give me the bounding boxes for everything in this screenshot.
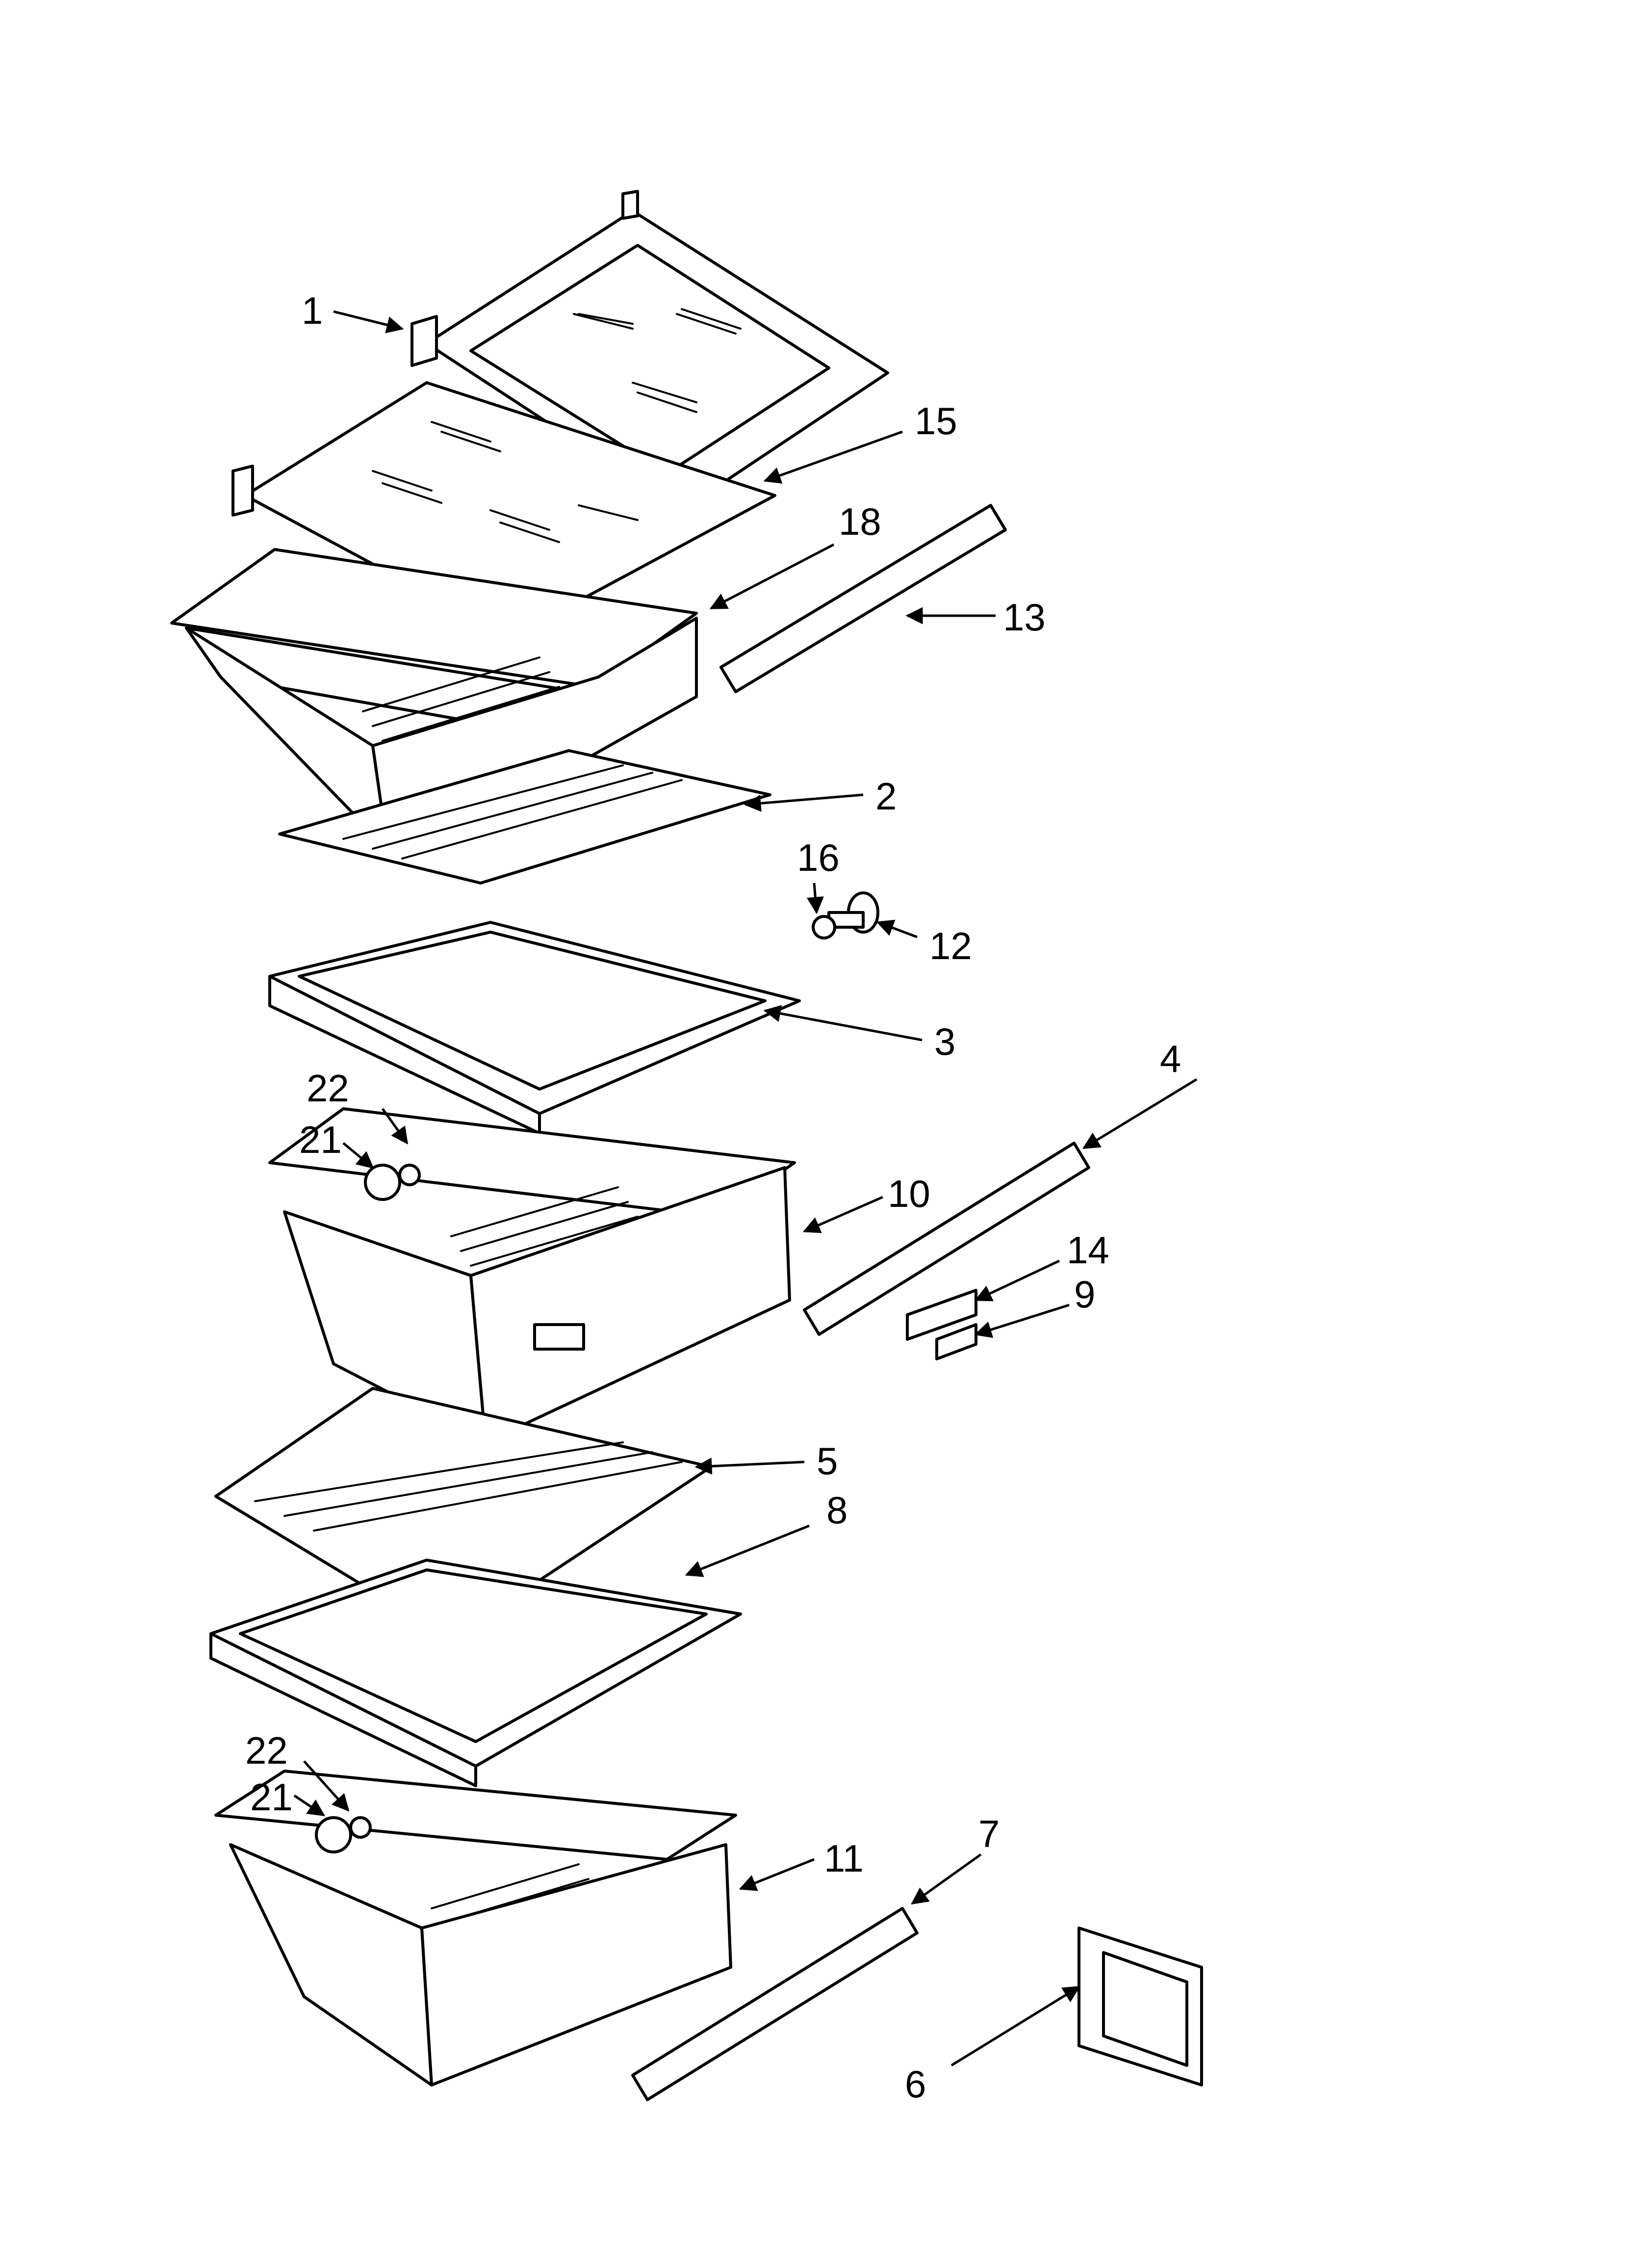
callout-22-lower: 22 (245, 1729, 288, 1772)
part-11-bottom-drawer (214, 1770, 737, 2086)
callout-11: 11 (824, 1837, 864, 1880)
callout-8: 8 (826, 1488, 847, 1532)
callout-7: 7 (978, 1812, 1000, 1855)
callout-15: 15 (915, 399, 957, 443)
callout-21-lower: 21 (250, 1775, 293, 1819)
callout-12: 12 (929, 924, 972, 967)
part-6-label-holder (1078, 1927, 1203, 2086)
part-12-roller (812, 891, 879, 939)
leader-lines (293, 310, 1198, 2067)
callout-2: 2 (875, 775, 897, 818)
part-13-trim (719, 504, 1007, 693)
callout-21-upper: 21 (299, 1118, 342, 1161)
callout-1: 1 (302, 289, 323, 332)
part-15-lower-shelf (231, 381, 776, 639)
callout-13: 13 (1003, 596, 1046, 639)
callout-labels: 1 15 18 13 2 16 12 3 4 22 21 10 14 9 5 8… (245, 289, 1181, 2106)
callout-4: 4 (1160, 1037, 1181, 1080)
callout-16: 16 (797, 836, 840, 879)
callout-3: 3 (934, 1020, 955, 1063)
callout-10: 10 (888, 1172, 930, 1215)
part-8-frame (209, 1559, 742, 1787)
callout-22-upper: 22 (307, 1067, 349, 1110)
part-2-glass-shelf (278, 749, 771, 885)
callout-5: 5 (817, 1439, 838, 1483)
callout-6: 6 (905, 2062, 926, 2106)
part-10-middle-drawer (268, 1107, 796, 1444)
part-7-trim (631, 1907, 919, 2101)
part-21-roller-b (315, 1816, 372, 1853)
callout-18: 18 (839, 500, 881, 543)
callout-14: 14 (1067, 1228, 1109, 1272)
callout-9: 9 (1074, 1273, 1095, 1316)
part-21-roller-a (364, 1164, 421, 1201)
part-14-bracket (906, 1289, 977, 1360)
part-3-frame (268, 921, 801, 1135)
part-4-trim (803, 1142, 1090, 1336)
part-1-upper-shelf (410, 190, 889, 512)
part-5-glass-shelf (214, 1387, 713, 1640)
